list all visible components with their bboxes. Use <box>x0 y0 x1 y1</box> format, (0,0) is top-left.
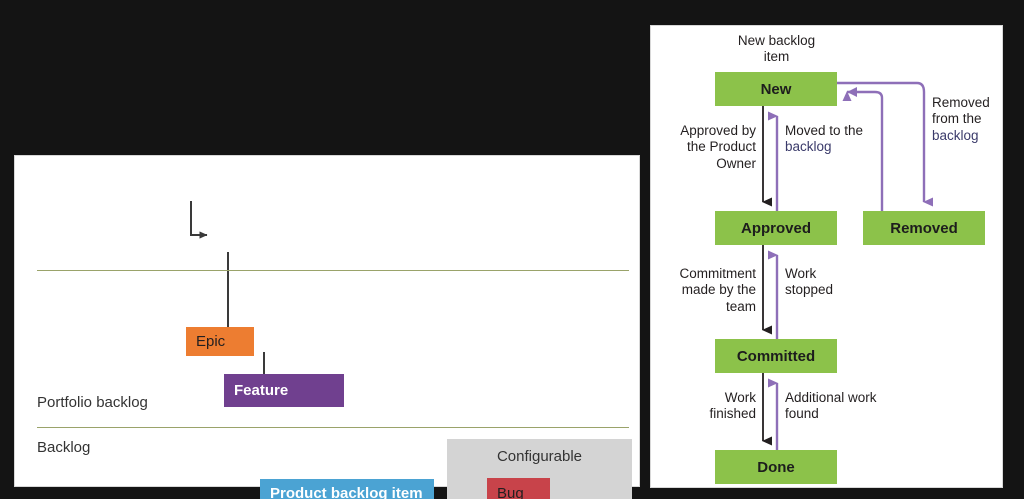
work-item-hierarchy-panel: Portfolio backlog Backlog Issue tracking… <box>14 155 640 499</box>
label-line: from the <box>932 111 982 127</box>
label-line: Additional work <box>785 390 877 405</box>
label-line: Removed <box>932 95 990 110</box>
transition-label-work-stopped: Work stopped <box>785 266 880 299</box>
arrowhead-removed-to-new <box>847 87 857 97</box>
divider-portfolio-backlog <box>37 270 629 271</box>
state-box-new[interactable]: New <box>715 72 837 106</box>
state-box-approved[interactable]: Approved <box>715 211 837 245</box>
state-box-committed[interactable]: Committed <box>715 339 837 373</box>
transition-label-removed-from-the-backlog: Removed from the backlog <box>932 95 1004 144</box>
work-item-box-bug[interactable]: Bug <box>487 478 550 499</box>
label-line: the Product <box>686 139 756 155</box>
configurable-group-title: Configurable <box>496 448 583 465</box>
transition-label-approved-by-product-owner: Approved by the Product Owner <box>663 123 756 172</box>
divider-backlog <box>37 427 629 428</box>
row-label-backlog: Backlog <box>37 439 91 456</box>
label-line: Work <box>724 390 756 405</box>
transition-label-commitment-made-by-the-team: Commitment made by the team <box>659 266 756 315</box>
transition-label-additional-work-found: Additional work found <box>785 390 915 423</box>
label-line: Owner <box>716 155 756 171</box>
label-line: made by the <box>681 282 756 298</box>
work-item-box-feature[interactable]: Feature <box>224 374 344 407</box>
entry-label: New backlog item <box>709 33 844 66</box>
connector-epic-to-feature <box>190 201 208 239</box>
label-line: Commitment <box>679 266 756 281</box>
state-workflow-panel: New backlog item Approved by the Product… <box>650 25 1003 488</box>
arrow-new-to-removed <box>837 81 933 207</box>
row-label-portfolio-backlog: Portfolio backlog <box>37 394 148 411</box>
work-item-box-product-backlog-item[interactable]: Product backlog item <box>260 479 434 499</box>
transition-label-work-finished: Work finished <box>669 390 756 423</box>
configurable-group: Configurable Bug Task <box>447 439 632 499</box>
workflow-connectors <box>762 81 933 450</box>
label-line: stopped <box>785 282 834 298</box>
state-box-removed[interactable]: Removed <box>863 211 985 245</box>
label-line: Approved by <box>680 123 756 138</box>
connector-feature-to-pbi <box>227 252 244 342</box>
label-line: found <box>785 406 819 422</box>
state-box-done[interactable]: Done <box>715 450 837 484</box>
arrow-removed-to-new <box>842 90 884 211</box>
label-line: finished <box>709 406 756 422</box>
work-item-box-epic[interactable]: Epic <box>186 327 254 356</box>
label-line: backlog <box>932 127 979 143</box>
label-line: backlog <box>785 139 832 155</box>
transition-label-moved-to-the-backlog: Moved to the backlog <box>785 123 895 156</box>
label-line: Work <box>785 266 817 281</box>
entry-label-line1: New backlog <box>737 33 816 48</box>
label-line: Moved to the <box>785 123 864 138</box>
entry-label-line2: item <box>763 49 790 65</box>
label-line: team <box>725 298 756 314</box>
